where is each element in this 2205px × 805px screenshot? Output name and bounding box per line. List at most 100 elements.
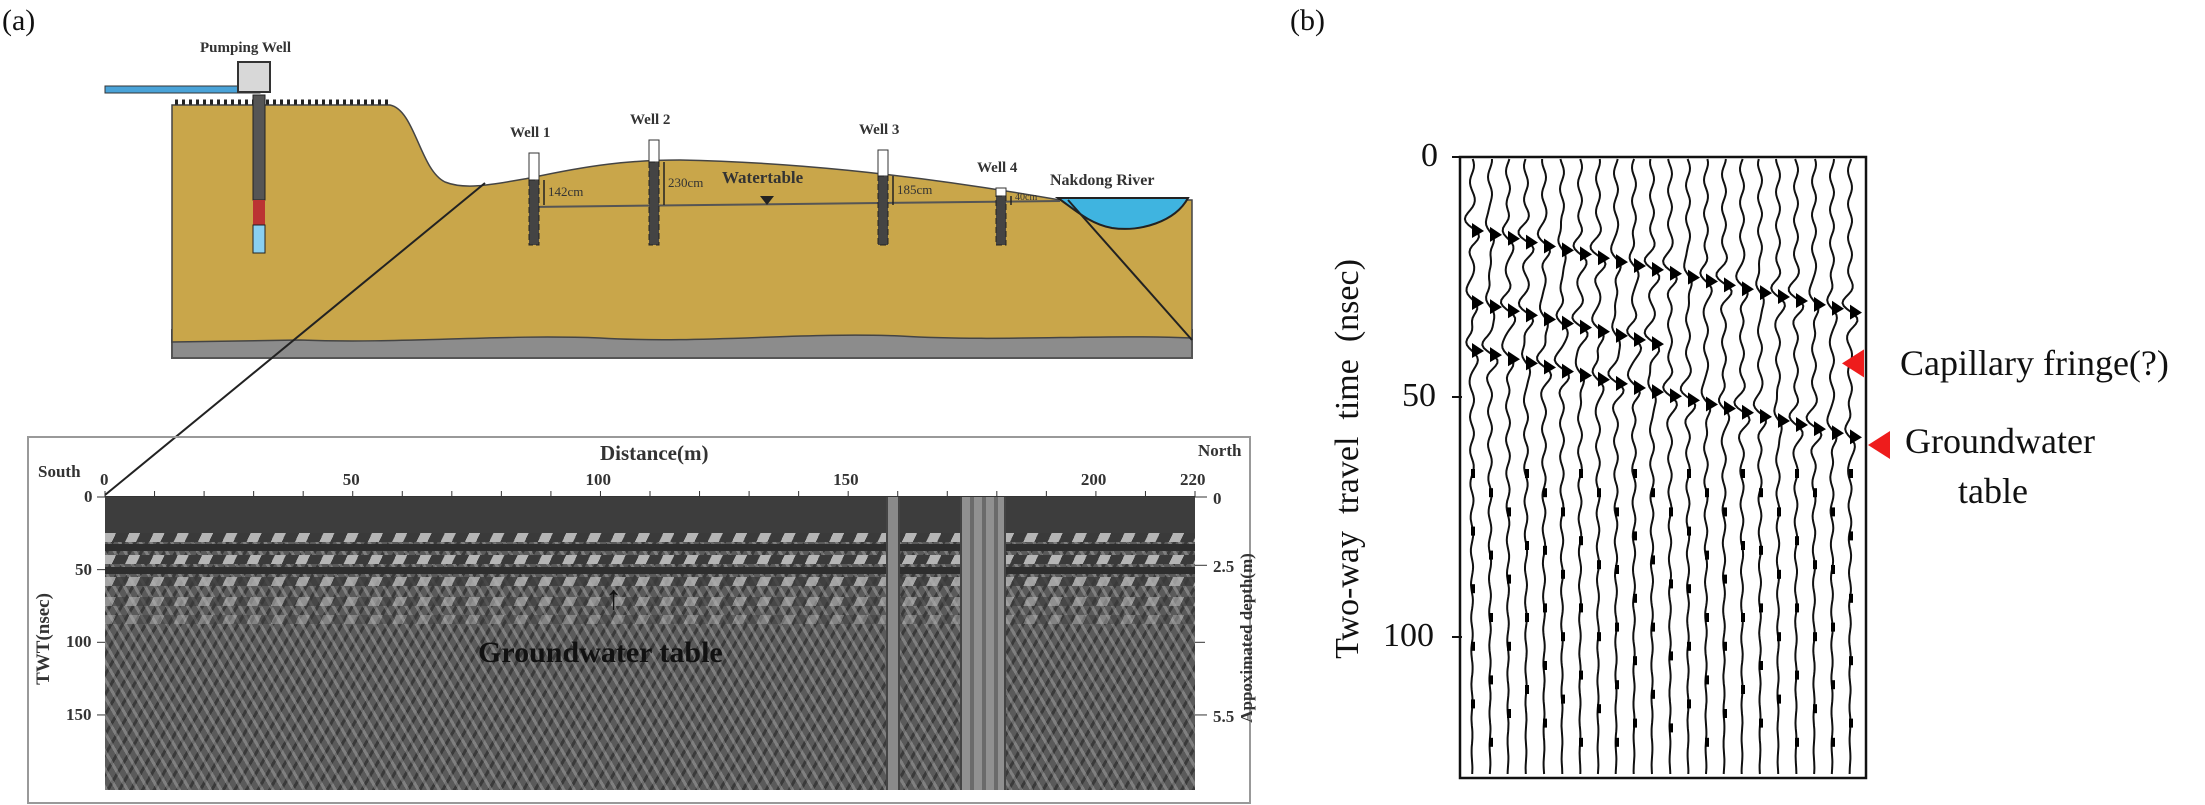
weak-event (1561, 694, 1565, 704)
cross-section (104, 61, 1193, 496)
reflection-lobe (1544, 359, 1556, 375)
weak-event (1741, 685, 1745, 694)
discharge-pipe (104, 85, 261, 94)
well-screen (877, 175, 889, 246)
weak-event (1561, 632, 1565, 642)
red-marker-icon (1868, 431, 1890, 459)
reflection-lobe (1814, 296, 1826, 312)
y-tick-label: 50 (1402, 377, 1436, 414)
weak-event (1579, 536, 1583, 546)
weak-event (1489, 488, 1493, 498)
weak-event (1831, 565, 1835, 574)
weak-event (1687, 526, 1691, 536)
weak-event (1669, 651, 1673, 661)
zoom-line-right (1067, 199, 1193, 341)
weak-event (1777, 569, 1781, 579)
reflection-lobe (1472, 223, 1484, 238)
well-casing (877, 149, 889, 177)
reflection-lobe (1526, 355, 1538, 371)
weak-event (1543, 545, 1547, 555)
pumping-well-casing (252, 94, 266, 201)
weak-event (1507, 709, 1511, 718)
weak-event (1561, 507, 1565, 517)
radar-trace (1752, 158, 1767, 775)
well-depth-label: 230cm (668, 174, 704, 190)
reflection-lobe (1562, 315, 1574, 331)
reflection-lobe (1598, 323, 1610, 339)
reflection-lobe (1526, 234, 1538, 250)
radar-trace (1553, 158, 1570, 775)
weak-event (1759, 718, 1763, 728)
weak-event (1687, 584, 1691, 594)
weak-event (1759, 488, 1763, 498)
weak-event (1795, 670, 1799, 680)
reflection-lobe (1832, 425, 1844, 441)
radargram-frame (1458, 155, 1868, 780)
reflection-lobe (1580, 319, 1592, 335)
weak-event (1651, 488, 1655, 498)
weak-event (1507, 574, 1511, 584)
weak-event (1471, 584, 1475, 594)
weak-event (1687, 699, 1691, 709)
weak-event (1633, 531, 1637, 541)
weak-event (1777, 632, 1781, 642)
weak-event (1723, 641, 1727, 651)
reflection-lobe (1778, 412, 1790, 428)
radar-trace (1499, 158, 1517, 775)
x-tick-label: 50 (342, 470, 360, 489)
weak-event (1795, 603, 1799, 613)
reflection-lobe (1508, 230, 1520, 246)
y-tick-label: 0 (84, 487, 93, 506)
well-casing (528, 152, 540, 181)
radargram-traces (1463, 158, 1862, 775)
weak-event (1543, 603, 1547, 613)
weak-event (1849, 718, 1853, 728)
weak-event (1561, 569, 1565, 579)
x-tick-label: 0 (100, 470, 109, 489)
weak-event (1633, 718, 1637, 728)
well-screen (648, 161, 660, 246)
weak-event (1849, 531, 1853, 541)
y-tick-label: 100 (1383, 617, 1434, 654)
weak-event (1525, 541, 1529, 550)
depth-tick-label: 5.5 (1213, 706, 1235, 726)
reflection-lobe (1472, 343, 1484, 358)
weak-event (1687, 469, 1691, 478)
panel-a-label: (a) (2, 4, 36, 37)
weak-event (1705, 488, 1709, 498)
radar-trace (1841, 158, 1859, 775)
pumping-well-water (252, 224, 266, 254)
reflection-lobe (1796, 292, 1808, 308)
weak-event (1669, 507, 1673, 517)
reflection-lobe (1472, 295, 1484, 310)
radar-trace (1662, 158, 1678, 775)
weak-event (1525, 613, 1529, 622)
weak-event (1723, 709, 1727, 718)
weak-event (1597, 704, 1601, 714)
weak-event (1525, 469, 1529, 478)
groundwater-table-label-line2: table (1958, 471, 2028, 511)
weak-event (1615, 507, 1619, 517)
capillary-fringe-label: Capillary fringe(?) (1900, 343, 2169, 383)
well-casing (995, 187, 1007, 197)
weak-event (1759, 545, 1763, 555)
radar-trace (1536, 159, 1553, 775)
y-tick-label: 50 (75, 559, 92, 579)
weak-event (1759, 661, 1763, 670)
weak-event (1489, 613, 1493, 622)
reflection-lobe (1616, 375, 1628, 391)
watertable-label: Watertable (722, 168, 804, 187)
watertable-symbol (760, 196, 774, 205)
well-screen (528, 179, 540, 246)
reflection-lobe (1634, 380, 1646, 396)
weak-event (1489, 550, 1493, 560)
weak-event (1471, 641, 1475, 651)
weak-event (1489, 737, 1493, 747)
reflection-lobe (1814, 421, 1826, 437)
reflection-lobe (1850, 304, 1862, 320)
weak-event (1507, 507, 1511, 517)
reflection-lobe (1832, 300, 1844, 316)
weak-event (1849, 469, 1853, 478)
weak-event (1615, 565, 1619, 574)
